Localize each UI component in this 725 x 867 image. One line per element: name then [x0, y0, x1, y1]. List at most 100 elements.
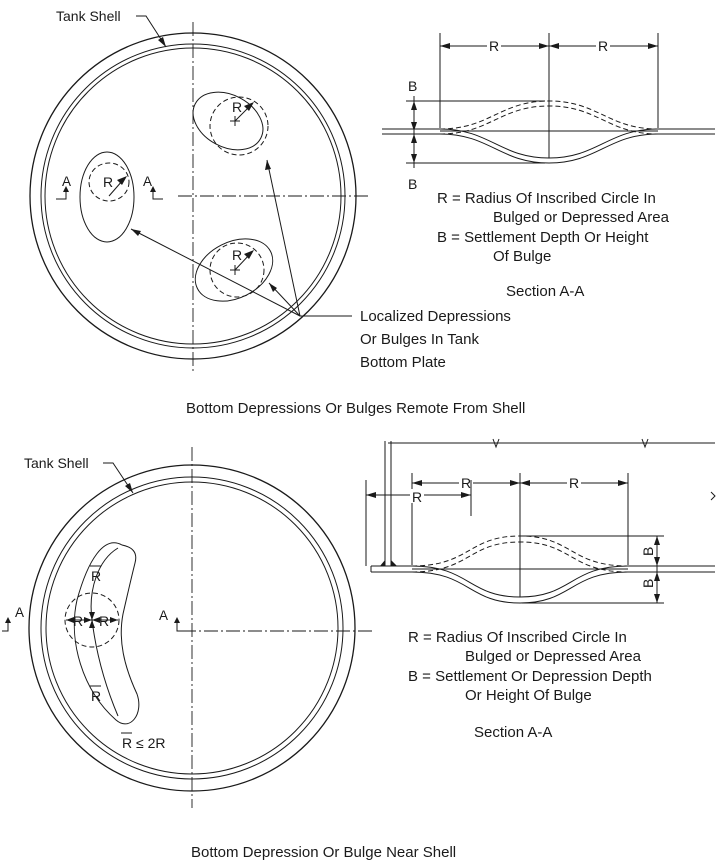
bottom-condition-text: ≤ 2R	[136, 735, 165, 751]
top-section-dim-b-arrow-1	[411, 101, 417, 110]
bottom-section-marker-left-arrow	[5, 617, 11, 623]
top-section-marker-right-arrow	[150, 186, 156, 192]
top-legend-r-line-2: Bulged or Depressed Area	[493, 209, 670, 226]
bottom-section-dim-r-right-label: R	[569, 475, 579, 491]
bottom-section-dim-shell-arrow-1	[366, 492, 376, 498]
top-callout-line-3: Bottom Plate	[360, 354, 446, 371]
top-section-label: Section A-A	[506, 283, 584, 300]
bottom-rbar-label-lower: R	[91, 688, 101, 704]
bottom-section-dim-b-upper-label: B	[640, 547, 656, 556]
top-left-depression-outline	[79, 151, 135, 243]
top-section-dim-b-arrow-3	[411, 134, 417, 143]
top-section-dim-r-left-bg	[487, 38, 501, 52]
top-section-dim-r-right-label: R	[598, 38, 608, 54]
top-plan-view: Tank Shell R A A R R	[29, 8, 511, 372]
bottom-section-view: R R R B B R = Radius Of Inscribed Circle…	[365, 438, 716, 741]
top-section-dim-arrow-1	[440, 43, 450, 49]
top-upper-inscribed-circle	[209, 96, 269, 156]
top-section-marker-left-letter: A	[62, 174, 71, 189]
top-upper-radius-arrowhead	[244, 102, 254, 111]
top-section-dim-arrow-4	[648, 43, 658, 49]
bottom-section-dim-arrow-1	[412, 480, 422, 486]
bottom-tank-shell-label: Tank Shell	[24, 455, 89, 471]
bottom-section-label: Section A-A	[474, 724, 552, 741]
top-leader-upper	[266, 159, 301, 317]
top-callout-line-2: Or Bulges In Tank	[360, 331, 479, 348]
bottom-condition-rbar: R	[122, 735, 132, 751]
bottom-tank-shell-arrowhead	[125, 483, 133, 493]
top-section-dim-arrow-2	[539, 43, 549, 49]
bottom-section-dim-shell-r-bg	[410, 489, 424, 503]
bottom-radius-arrow-down	[89, 620, 95, 628]
top-left-radius-label: R	[103, 174, 113, 190]
bottom-section-dim-r-left-bg	[459, 475, 473, 489]
bottom-section-dim-r-left-label: R	[461, 475, 471, 491]
bottom-section-marker-right-arrow	[174, 617, 180, 623]
top-section-dim-b-bottom-label: B	[408, 176, 417, 192]
bottom-radius-arrow-right	[110, 617, 118, 623]
top-section-marker-left-arrow	[63, 186, 69, 192]
bottom-section-dim-arrow-4	[618, 480, 628, 486]
top-section-dim-b-top-label: B	[408, 78, 417, 94]
bottom-section-dim-b-arrow-2	[654, 557, 660, 566]
bottom-section-break-mark-3	[710, 491, 716, 501]
top-leader-left-arrowhead	[131, 229, 141, 236]
bottom-section-dim-arrow-2	[510, 480, 520, 486]
top-caption: Bottom Depressions Or Bulges Remote From…	[186, 400, 525, 417]
bottom-section-dim-r-right-bg	[567, 475, 581, 489]
bottom-caption: Bottom Depression Or Bulge Near Shell	[191, 844, 456, 861]
top-callout-line-1: Localized Depressions	[360, 308, 511, 325]
bottom-legend-r-line-1: R = Radius Of Inscribed Circle In	[408, 629, 627, 646]
top-section-depression-lower	[439, 133, 659, 164]
top-section-view: R R B B R = Radius Of Inscribed Circle I…	[382, 33, 715, 300]
bottom-section-dim-shell-arrow-2	[461, 492, 471, 498]
bottom-radius-label-left: R	[73, 613, 83, 629]
bottom-section-marker-left-line	[2, 620, 9, 632]
bottom-radius-arrow-mid-2	[92, 617, 100, 623]
bottom-section-dim-b-arrow-1	[654, 536, 660, 545]
top-lower-radius-arrowhead	[244, 250, 254, 259]
bottom-section-break-mark-1	[492, 438, 500, 449]
bottom-section-dim-b-arrow-3	[654, 572, 660, 581]
bottom-tank-shell-leader	[103, 462, 134, 494]
bottom-radius-arrow-up	[89, 612, 95, 620]
bottom-legend-b-line-1: B = Settlement Or Depression Depth	[408, 668, 652, 685]
top-legend-r-line-1: R = Radius Of Inscribed Circle In	[437, 190, 656, 207]
top-leader-lower-arrowhead	[269, 283, 277, 292]
top-upper-radius-label: R	[232, 99, 242, 115]
top-lower-radius-label: R	[232, 247, 242, 263]
bottom-section-depression-lower	[411, 571, 629, 604]
top-section-dim-arrow-3	[549, 43, 559, 49]
bottom-rbar-label-upper: R	[91, 568, 101, 584]
bottom-near-shell-depression-outline	[73, 542, 140, 725]
bottom-legend-b-line-2: Or Height Of Bulge	[465, 687, 592, 704]
top-left-radius-arrowhead	[117, 176, 127, 185]
bottom-radius-arrow-mid-1	[84, 617, 92, 623]
top-section-marker-right-letter: A	[143, 174, 152, 189]
bottom-section-dim-shell-r-label: R	[412, 489, 422, 505]
top-section-dim-b-arrow-2	[411, 122, 417, 131]
bottom-plan-view: Tank Shell R R R R R ≤ 2R A A	[2, 447, 374, 808]
bottom-section-marker-right-line	[176, 620, 185, 632]
bottom-radius-label-right: R	[99, 613, 109, 629]
top-legend-b-line-2: Of Bulge	[493, 248, 551, 265]
top-tank-shell-leader	[136, 15, 167, 48]
bottom-section-dim-b-arrow-4	[654, 594, 660, 603]
top-leader-left	[130, 228, 301, 317]
bottom-section-marker-left-letter: A	[15, 605, 24, 620]
bottom-section-dim-arrow-3	[520, 480, 530, 486]
top-section-dim-r-right-bg	[596, 38, 610, 52]
top-section-dim-r-left-label: R	[489, 38, 499, 54]
bottom-section-dim-b-lower-label: B	[640, 579, 656, 588]
top-left-inscribed-circle	[88, 162, 130, 202]
bottom-radius-arrow-left	[66, 617, 74, 623]
bottom-section-weld-inner	[391, 560, 397, 566]
top-tank-shell-arrowhead	[158, 37, 166, 47]
bottom-inscribed-circle	[64, 592, 120, 648]
top-legend-b-line-1: B = Settlement Depth Or Height	[437, 229, 649, 246]
bottom-section-break-mark-2	[641, 438, 649, 449]
bottom-section-marker-right-letter: A	[159, 608, 168, 623]
top-section-dim-b-arrow-4	[411, 154, 417, 163]
